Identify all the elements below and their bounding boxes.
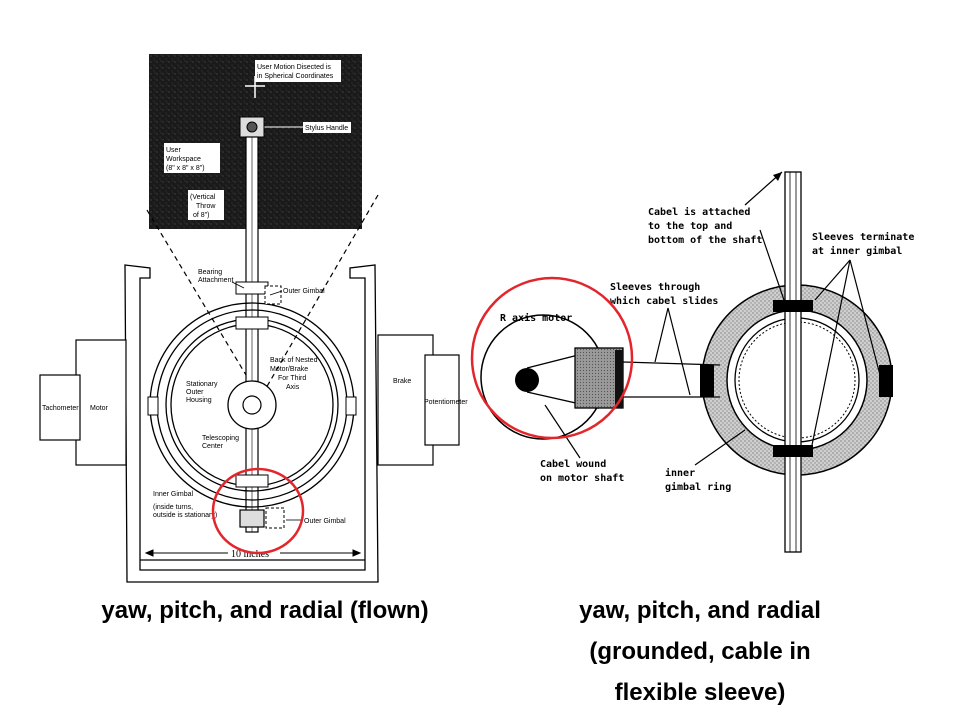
svg-text:Back of Nested: Back of Nested <box>270 357 318 364</box>
svg-text:Sleeves terminate: Sleeves terminate <box>812 231 914 243</box>
svg-text:Housing: Housing <box>186 397 212 404</box>
telescoping-label: Telescoping Center <box>202 435 239 450</box>
right-shaft <box>784 171 802 553</box>
svg-text:Center: Center <box>202 443 224 450</box>
svg-text:of 8"): of 8") <box>193 212 210 219</box>
stylus-label: Stylus Handle <box>303 122 351 133</box>
caption-right-line1: yaw, pitch, and radial <box>579 597 821 624</box>
svg-text:Stationary: Stationary <box>186 381 218 388</box>
bearing-label-2: Attachment <box>198 277 233 284</box>
base-frame <box>124 264 379 583</box>
svg-text:For Third: For Third <box>278 375 306 382</box>
svg-text:outside is stationary): outside is stationary) <box>153 512 217 519</box>
motion-label-line1: User Motion Disected is <box>257 64 331 71</box>
svg-text:which cabel slides: which cabel slides <box>610 295 718 307</box>
outer-gimbal-bottom <box>239 509 265 528</box>
right-figure: Cabel is attached to the top and bottom … <box>470 171 914 553</box>
svg-text:(Vertical: (Vertical <box>190 194 216 201</box>
svg-text:bottom of the shaft: bottom of the shaft <box>648 235 762 246</box>
highlight-circle-right <box>470 276 634 440</box>
svg-text:on motor shaft: on motor shaft <box>540 473 624 484</box>
svg-text:Cabel wound: Cabel wound <box>540 459 606 470</box>
throw-label: (Vertical Throw of 8") <box>188 190 224 220</box>
highlight-circle-left <box>211 467 305 555</box>
dimension-label: 10 inches <box>231 549 269 560</box>
projection-line-left <box>146 209 259 396</box>
inner-gimbal-label: Inner Gimbal (inside turns, outside is s… <box>153 491 217 519</box>
motion-label-line2: in Spherical Coordinates <box>257 73 334 80</box>
sleeves-terminate-label: Sleeves terminate at inner gimbal <box>812 231 914 257</box>
motion-cross-icon <box>245 76 265 98</box>
left-figure: User Motion Disected is in Spherical Coo… <box>39 54 468 583</box>
svg-text:inner: inner <box>665 467 695 479</box>
tachometer-label: Tachometer <box>42 405 79 412</box>
svg-text:Motor/Brake: Motor/Brake <box>270 366 308 373</box>
svg-text:(inside turns,: (inside turns, <box>153 504 193 511</box>
svg-text:Outer: Outer <box>186 389 204 396</box>
svg-text:Throw: Throw <box>196 203 216 210</box>
svg-text:at inner gimbal: at inner gimbal <box>812 245 902 257</box>
workspace-label: User Workspace (8" x 8" x 8") <box>164 143 220 173</box>
outer-gimbal-top-label: Outer Gimbal <box>283 288 325 295</box>
motor-block <box>39 339 127 466</box>
caption-right-line3: flexible sleeve) <box>614 679 786 706</box>
potentiometer-label: Potentiometer <box>424 399 468 406</box>
svg-text:(8" x 8" x 8"): (8" x 8" x 8") <box>166 165 205 172</box>
projection-line-right <box>261 194 379 396</box>
cable-attached-label: Cabel is attached to the top and bottom … <box>648 206 762 246</box>
svg-text:Cabel is attached: Cabel is attached <box>648 206 750 218</box>
caption-left: yaw, pitch, and radial (flown) <box>101 597 429 624</box>
svg-text:gimbal ring: gimbal ring <box>665 481 731 493</box>
caption-right-line2: (grounded, cable in <box>589 638 811 665</box>
svg-text:Telescoping: Telescoping <box>202 435 239 442</box>
brake-label: Brake <box>393 378 411 385</box>
svg-text:Sleeves through: Sleeves through <box>610 282 700 293</box>
back-nested-label: Back of Nested Motor/Brake For Third Axi… <box>270 357 318 391</box>
svg-text:User: User <box>166 147 181 154</box>
outer-gimbal-bottom-label: Outer Gimbal <box>304 518 346 525</box>
svg-text:to the top and: to the top and <box>648 221 732 232</box>
motor-label: Motor <box>90 405 109 412</box>
svg-text:Stylus Handle: Stylus Handle <box>305 125 348 132</box>
svg-text:Axis: Axis <box>286 384 300 391</box>
inner-gimbal-ring-label: inner gimbal ring <box>665 467 731 493</box>
svg-text:Workspace: Workspace <box>166 156 201 163</box>
r-axis-motor-label: R axis motor <box>500 312 572 324</box>
sleeves-through-label: Sleeves through which cabel slides <box>610 282 718 307</box>
motion-label: User Motion Disected is in Spherical Coo… <box>255 60 341 82</box>
stationary-label: Stationary Outer Housing <box>186 381 218 404</box>
brake-block <box>377 334 460 466</box>
svg-text:Inner Gimbal: Inner Gimbal <box>153 491 194 498</box>
caption-right: yaw, pitch, and radial (grounded, cable … <box>500 590 900 713</box>
cable-wound-label: Cabel wound on motor shaft <box>540 459 624 484</box>
bearing-label-1: Bearing <box>198 269 222 276</box>
